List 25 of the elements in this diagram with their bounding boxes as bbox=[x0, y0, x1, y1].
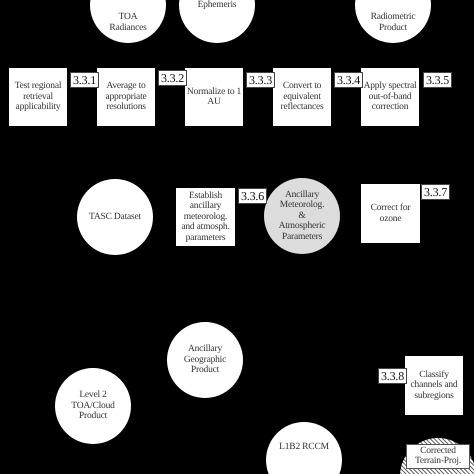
data-store-circle: Ancillary Meteorolog. & Atmospheric Parameters bbox=[264, 178, 340, 254]
process-box: Classify channels and subregions bbox=[405, 356, 463, 415]
data-store-circle: Radiometric Product bbox=[355, 0, 431, 43]
node-label: Corrected Terrain-Proj. bbox=[406, 444, 470, 469]
process-box: Average to appropriate resolutions bbox=[97, 68, 155, 126]
data-store-circle: TASC Dataset bbox=[77, 179, 153, 255]
process-box: Establish ancillary meteorolog. and atmosph. parameters bbox=[176, 188, 235, 246]
step-number: 3.3.7 bbox=[421, 184, 450, 200]
step-number: 3.3.3 bbox=[246, 72, 276, 88]
process-box: Apply spectral out-of-band correction bbox=[361, 68, 419, 126]
process-box: Correct for ozone bbox=[361, 184, 420, 243]
data-store-circle: Level 2 TOA/Cloud Product bbox=[55, 368, 131, 444]
step-number: 3.3.5 bbox=[423, 72, 452, 88]
data-store-circle: TOA Radiances bbox=[90, 0, 166, 43]
process-box: Normalize to 1 AU bbox=[185, 68, 243, 126]
process-box: Convert to equivalent reflectances bbox=[273, 68, 331, 126]
step-number: 3.3.8 bbox=[378, 368, 408, 384]
data-store-circle: L1B2 RCCM bbox=[266, 422, 342, 474]
step-number: 3.3.6 bbox=[238, 188, 268, 204]
data-store-circle: Ancillary Geographic Product bbox=[167, 322, 243, 398]
step-number: 3.3.2 bbox=[158, 70, 188, 86]
step-number: 3.3.4 bbox=[334, 72, 364, 88]
process-box: Test regional retrieval applicability bbox=[9, 68, 67, 126]
data-store-circle: Ephemeris bbox=[179, 0, 255, 43]
step-number: 3.3.1 bbox=[70, 72, 100, 88]
